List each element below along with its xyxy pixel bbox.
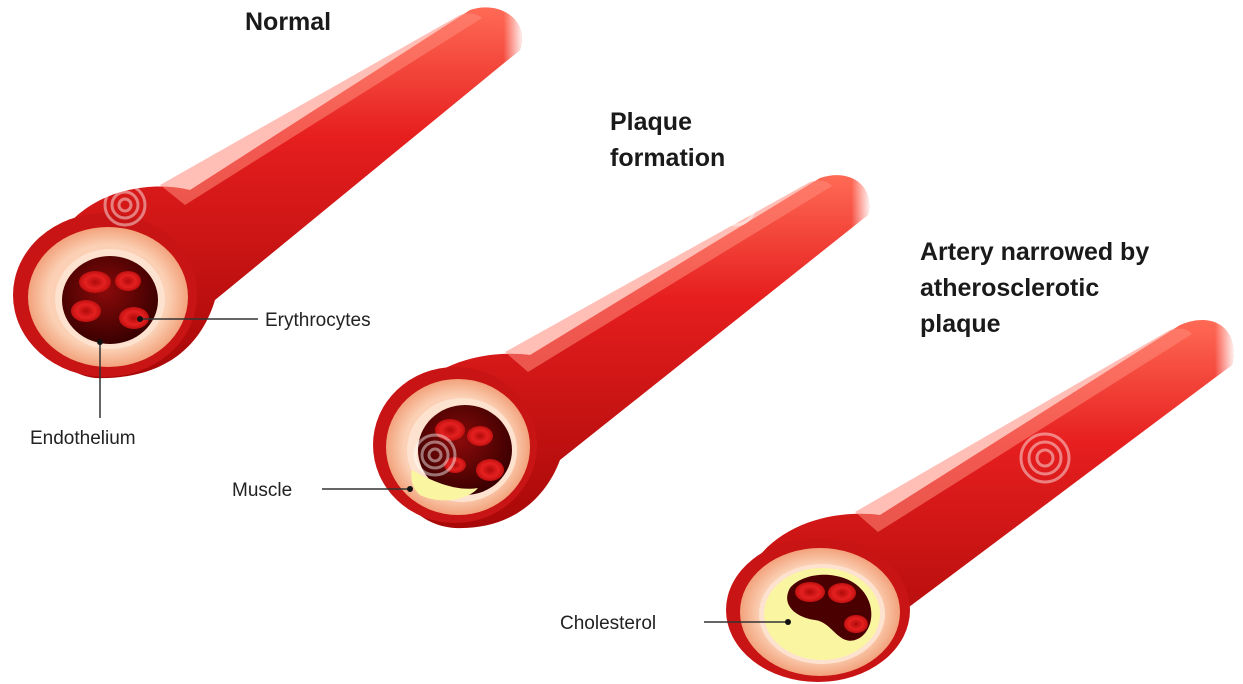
erythrocyte — [795, 582, 825, 602]
stage-title-line: Artery narrowed by — [920, 238, 1149, 266]
erythrocyte — [467, 426, 493, 446]
stage-title-narrowed: Artery narrowed by atherosclerotic plaqu… — [920, 238, 1156, 338]
stage-title-normal: Normal — [245, 8, 331, 36]
spiral-watermark-icon — [715, 185, 755, 225]
erythrocyte — [844, 615, 868, 633]
erythrocyte — [435, 419, 465, 441]
erythrocyte — [79, 271, 111, 293]
stage-title-line: plaque — [920, 310, 1001, 338]
erythrocyte — [119, 307, 149, 329]
erythrocyte — [476, 459, 504, 481]
erythrocyte — [115, 271, 141, 291]
label-endothelium: Endothelium — [30, 428, 136, 449]
stage-title-line: Plaque — [610, 108, 692, 136]
label-erythrocytes: Erythrocytes — [265, 310, 371, 331]
vessel-normal-lumen — [62, 256, 158, 344]
erythrocyte — [71, 300, 101, 322]
stage-title-line: formation — [610, 144, 725, 172]
vessel-narrowed — [726, 320, 1233, 682]
stage-title-line: Normal — [245, 8, 331, 36]
erythrocyte — [828, 583, 856, 603]
stage-title-plaque-formation: Plaque formation — [610, 108, 725, 172]
leader-dot — [137, 316, 143, 322]
leader-dot — [407, 486, 413, 492]
leader-dot — [97, 339, 103, 345]
label-cholesterol: Cholesterol — [560, 613, 656, 634]
vessel-plaque — [373, 175, 869, 528]
label-muscle: Muscle — [232, 480, 292, 501]
leader-dot — [785, 619, 791, 625]
stage-title-line: atherosclerotic — [920, 274, 1099, 302]
